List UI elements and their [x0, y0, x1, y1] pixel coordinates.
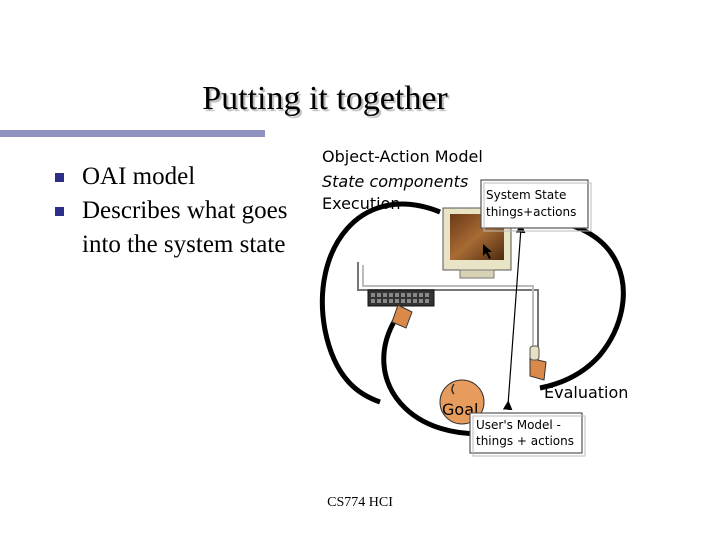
users-model-detail: things + actions — [476, 434, 574, 448]
title-rule — [0, 130, 265, 137]
execution-label: Execution — [322, 194, 401, 213]
cable — [357, 262, 539, 352]
users-model-title: User's Model - — [476, 418, 561, 432]
execution-arc — [319, 201, 441, 405]
goal-label: Goal — [442, 400, 478, 419]
typing-hand — [391, 304, 413, 329]
diagram-subheading: State components — [322, 172, 468, 191]
bullet-text: Describes what goes into the system stat… — [82, 197, 288, 258]
users-model-box — [469, 412, 583, 454]
users-model-shadow — [472, 415, 586, 457]
mouse-icon — [529, 345, 540, 361]
bullet-item: OAI model — [55, 160, 295, 194]
lower-arc — [381, 318, 501, 437]
cursor-icon — [483, 244, 492, 259]
square-bullet-icon — [55, 207, 64, 216]
model-state-arrow — [502, 223, 526, 411]
ear-icon — [451, 383, 455, 395]
keyboard — [367, 289, 435, 307]
monitor-base — [459, 269, 495, 279]
evaluation-label: Evaluation — [544, 383, 628, 402]
system-state-shadow — [483, 182, 592, 232]
bullet-text: OAI model — [82, 163, 196, 190]
system-state-box — [480, 179, 589, 229]
evaluation-arc — [509, 216, 626, 391]
cable-inner — [362, 265, 534, 350]
slide-title: Putting it together — [202, 80, 448, 117]
bullet-item: Describes what goes into the system stat… — [55, 194, 295, 262]
diagram-heading: Object-Action Model — [322, 147, 483, 166]
bullet-list: OAI model Describes what goes into the s… — [55, 160, 295, 262]
system-state-title: System State — [486, 188, 566, 202]
oai-diagram: Goal Object-Action Model State component… — [319, 147, 628, 457]
keyboard-keys — [371, 293, 429, 303]
square-bullet-icon — [55, 173, 64, 182]
slide-footer: CS774 HCI — [327, 495, 393, 510]
mouse-hand — [529, 357, 547, 381]
system-state-detail: things+actions — [486, 205, 576, 219]
